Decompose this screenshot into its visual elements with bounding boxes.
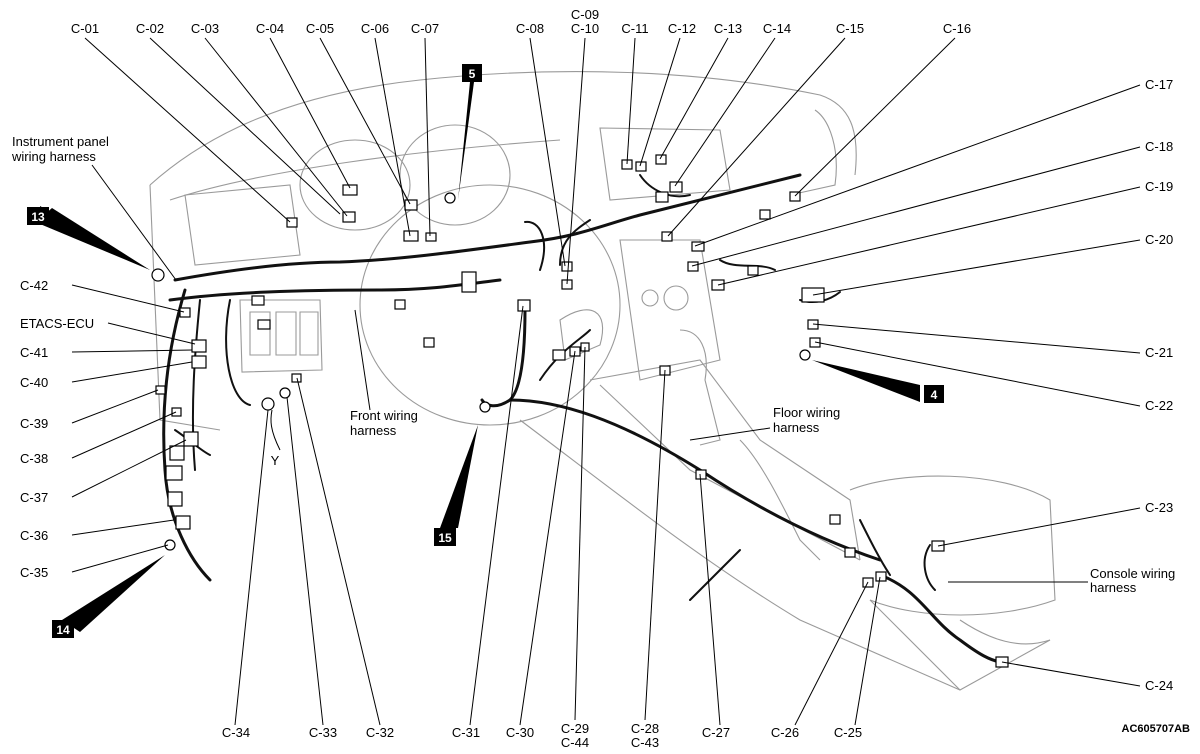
- label-c12: C-12: [668, 21, 696, 36]
- label-c38: C-38: [20, 451, 48, 466]
- label-c13: C-13: [714, 21, 742, 36]
- label-c23: C-23: [1145, 500, 1173, 515]
- label-c01: C-01: [71, 21, 99, 36]
- label-c25: C-25: [834, 725, 862, 740]
- label-c17: C-17: [1145, 77, 1173, 92]
- connectors: [151, 154, 1009, 668]
- labels-right: C-17 C-18 C-19 C-20 C-21 C-22 C-23 C-24: [1145, 77, 1173, 693]
- label-c33: C-33: [309, 725, 337, 740]
- label-c44: C-44: [561, 735, 589, 750]
- label-c34: C-34: [222, 725, 250, 740]
- label-c07: C-07: [411, 21, 439, 36]
- console-wiring-harness: [878, 544, 1002, 664]
- label-c26: C-26: [771, 725, 799, 740]
- label-c11: C-11: [621, 21, 648, 36]
- caption-instrument-panel-2: wiring harness: [11, 149, 96, 164]
- label-c21: C-21: [1145, 345, 1173, 360]
- label-c28: C-28: [631, 721, 659, 736]
- console-outline: [519, 329, 1056, 691]
- label-c41: C-41: [20, 345, 48, 360]
- figure-code: AC605707AB: [1122, 723, 1191, 735]
- label-c09: C-09: [571, 7, 599, 22]
- label-c31: C-31: [452, 725, 480, 740]
- label-c15: C-15: [836, 21, 864, 36]
- label-c06: C-06: [361, 21, 389, 36]
- leader-lines: [71, 37, 1141, 726]
- label-c03: C-03: [191, 21, 219, 36]
- instrument-panel-harness: [168, 173, 841, 303]
- caption-front-1: Front wiring: [350, 408, 418, 423]
- labels-bottom: C-25 C-26 C-27 C-28 C-43 C-29 C-44 C-30 …: [222, 721, 862, 750]
- label-c18: C-18: [1145, 139, 1173, 154]
- front-wiring-harness: [162, 288, 251, 582]
- caption-console-2: harness: [1090, 580, 1137, 595]
- label-c19: C-19: [1145, 179, 1173, 194]
- label-c24: C-24: [1145, 678, 1173, 693]
- label-c43: C-43: [631, 735, 659, 750]
- svg-text:5: 5: [469, 67, 476, 81]
- badge-14: 14: [52, 555, 165, 638]
- label-c10: C-10: [571, 21, 599, 36]
- svg-text:14: 14: [56, 623, 70, 637]
- label-c42: C-42: [20, 278, 48, 293]
- label-c20: C-20: [1145, 232, 1173, 247]
- label-c04: C-04: [256, 21, 284, 36]
- label-c14: C-14: [763, 21, 791, 36]
- label-c22: C-22: [1145, 398, 1173, 413]
- badge-13: 13: [27, 206, 150, 270]
- labels-top: C-01 C-02 C-03 C-04 C-05 C-06 C-07 C-08 …: [71, 7, 971, 36]
- label-c39: C-39: [20, 416, 48, 431]
- caption-instrument-panel-1: Instrument panel: [12, 134, 109, 149]
- caption-front-2: harness: [350, 423, 397, 438]
- label-c16: C-16: [943, 21, 971, 36]
- svg-text:13: 13: [31, 210, 45, 224]
- label-c29: C-29: [561, 721, 589, 736]
- caption-console-1: Console wiring: [1090, 566, 1175, 581]
- label-c08: C-08: [516, 21, 544, 36]
- label-c37: C-37: [20, 490, 48, 505]
- label-c32: C-32: [366, 725, 394, 740]
- floor-wiring-harness: [480, 308, 891, 601]
- label-c27: C-27: [702, 725, 730, 740]
- label-c40: C-40: [20, 375, 48, 390]
- label-y: Y: [271, 453, 280, 468]
- dashboard-outline: [149, 71, 857, 431]
- badge-5: 5: [458, 64, 482, 200]
- svg-text:4: 4: [931, 388, 938, 402]
- label-c30: C-30: [506, 725, 534, 740]
- label-c36: C-36: [20, 528, 48, 543]
- harness-captions: Instrument panel wiring harness Front wi…: [11, 134, 1175, 595]
- label-c35: C-35: [20, 565, 48, 580]
- svg-text:15: 15: [438, 531, 452, 545]
- caption-floor-1: Floor wiring: [773, 405, 840, 420]
- label-c02: C-02: [136, 21, 164, 36]
- label-etacs-ecu: ETACS-ECU: [20, 316, 94, 331]
- caption-floor-2: harness: [773, 420, 820, 435]
- label-c05: C-05: [306, 21, 334, 36]
- badge-4: 4: [812, 360, 944, 403]
- labels-left: C-42 ETACS-ECU C-41 C-40 C-39 C-38 C-37 …: [20, 278, 280, 580]
- badge-15: 15: [434, 425, 478, 546]
